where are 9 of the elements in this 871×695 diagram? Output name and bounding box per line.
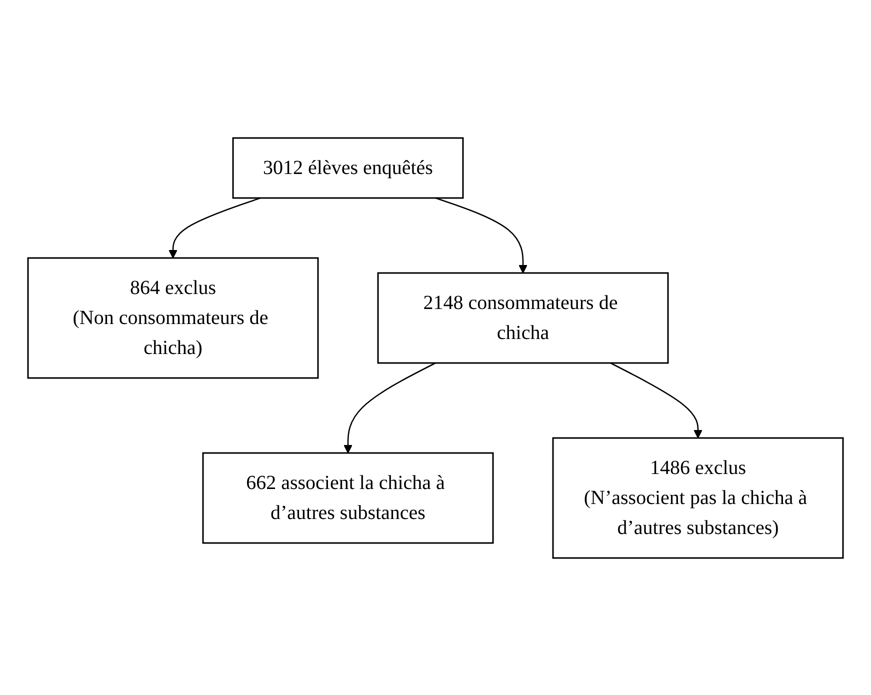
node-box: 3012 élèves enquêtés	[232, 136, 464, 198]
node-box: 2148 consommateurs de chicha	[377, 272, 669, 364]
node-box: 1486 exclus (N’associent pas la chicha à d’autres substances)	[552, 436, 844, 558]
node-box: 864 exclus (Non consommateurs de chicha)	[27, 256, 319, 378]
node-box: 662 associent la chicha à d’autres substances	[202, 452, 494, 544]
arrow	[610, 362, 702, 438]
arrow	[168, 196, 261, 258]
arrow	[435, 196, 528, 273]
arrow	[344, 362, 436, 453]
